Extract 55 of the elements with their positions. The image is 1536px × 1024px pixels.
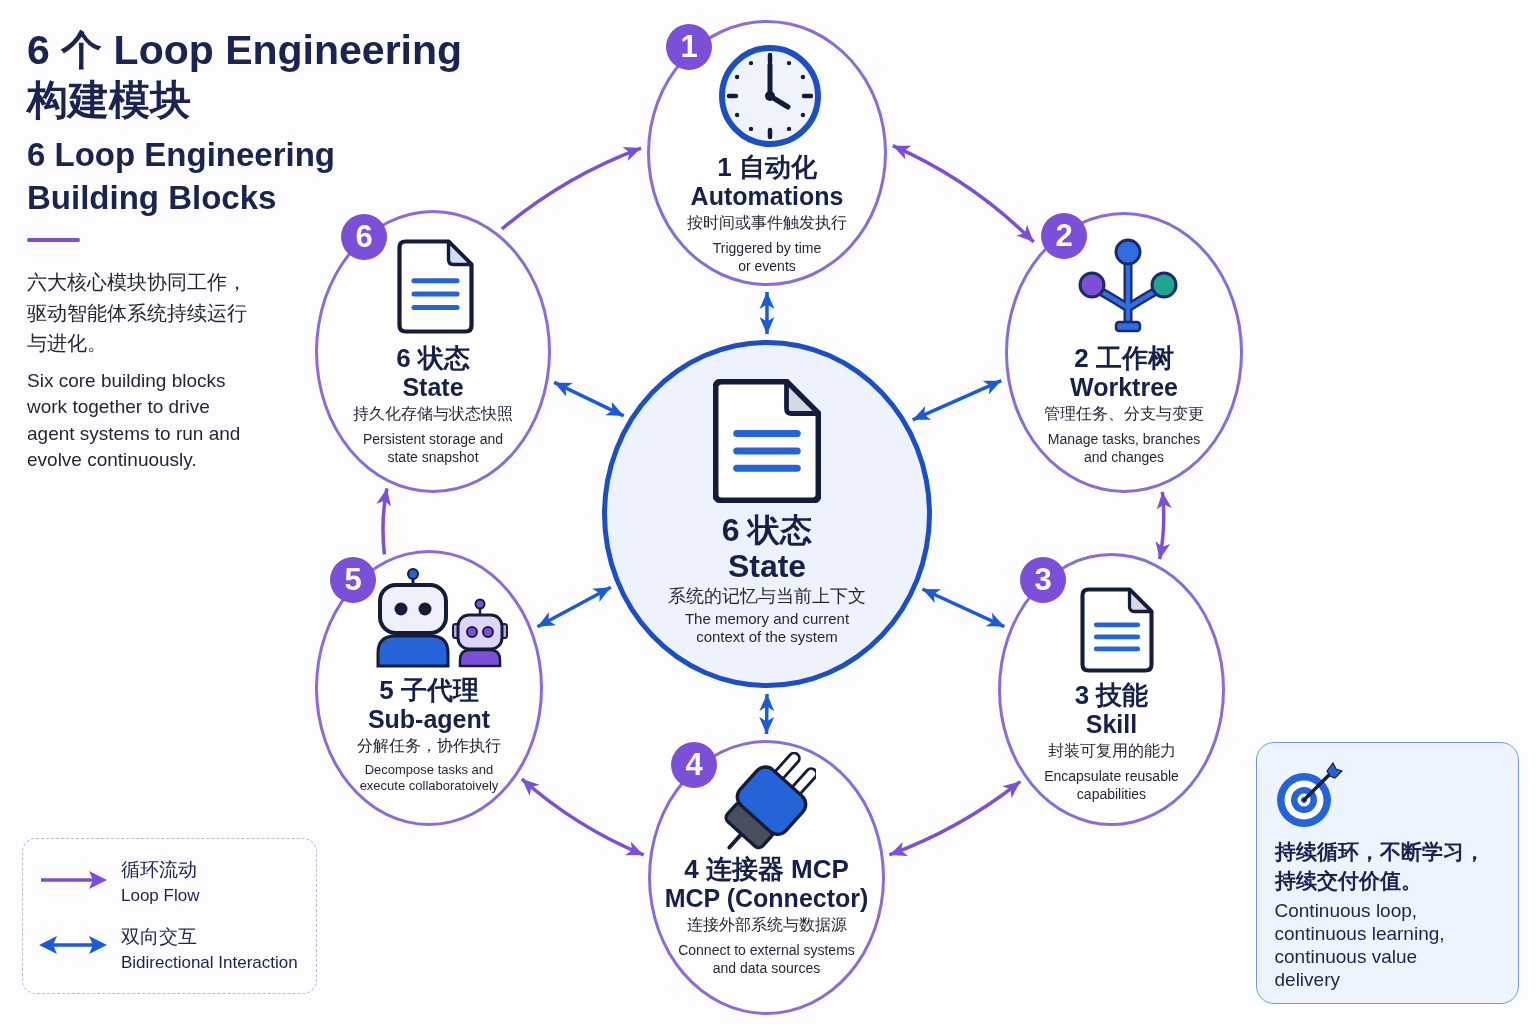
step-number: 4 xyxy=(671,742,717,788)
step-number: 6 xyxy=(341,214,387,260)
module-description: 系统的记忆与当前上下文 xyxy=(668,585,866,608)
legend-label: 双向交互 Bidirectional Interaction xyxy=(121,925,298,974)
module-heading: 4 连接器 MCP xyxy=(684,854,849,884)
summary-text: Continuous loop, continuous learning, continuous value delivery xyxy=(1274,898,1446,991)
module-heading: 1 自动化 xyxy=(717,152,817,182)
module-heading: 6 状态 xyxy=(721,512,813,548)
module-description: 管理任务、分支与变更 xyxy=(1044,404,1204,424)
summary-card xyxy=(1256,742,1519,1004)
module-heading: 2 工作树 xyxy=(1074,343,1174,373)
module-description: Manage tasks, branches and changes xyxy=(1046,430,1202,466)
module-heading: 5 子代理 xyxy=(379,675,479,705)
title: 6 个 Loop Engineering 构建模块 xyxy=(27,26,464,125)
summary-text: 持续循环，不断学习，持续交付价值。 xyxy=(1274,838,1486,894)
module-description: Triggered by time or events xyxy=(711,239,823,275)
double-arrow xyxy=(536,585,612,629)
module-heading: State xyxy=(727,548,807,584)
module-heading: Skill xyxy=(1085,710,1138,738)
module-heading: 6 状态 xyxy=(396,343,470,373)
description-text: Six core building blocks work together to drive agent systems to run and evolve continuously. xyxy=(27,369,242,472)
step-number: 5 xyxy=(330,557,376,603)
module-description: Persistent storage and state snapshot xyxy=(361,430,505,466)
arrow xyxy=(376,488,392,555)
double-arrow xyxy=(921,587,1006,629)
arrow xyxy=(500,146,642,231)
double-arrow xyxy=(520,777,645,857)
legend-label: 循环流动 Loop Flow xyxy=(121,858,200,907)
module-description: The memory and current context of the system xyxy=(683,610,851,646)
description-text: 六大核心模块协同工作，驱动智能体系统持续运行与进化。 xyxy=(27,270,248,356)
module-description: Encapsulate reusable capabilities xyxy=(1043,767,1180,803)
step-number: 1 xyxy=(666,24,712,70)
step-number: 2 xyxy=(1041,213,1087,259)
double-arrow xyxy=(892,144,1035,244)
module-heading: MCP (Connector) xyxy=(664,884,869,912)
module-description: Connect to external systems and data sources xyxy=(677,941,856,977)
double-arrow xyxy=(759,693,775,735)
double-arrow xyxy=(759,292,775,334)
module-heading: Automations xyxy=(690,182,844,210)
subtitle: 6 Loop Engineering Building Blocks xyxy=(27,135,336,218)
double-arrow xyxy=(888,780,1022,857)
step-number: 3 xyxy=(1020,557,1066,603)
module-description: 按时间或事件触发执行 xyxy=(687,213,847,233)
module-description: 持久化存储与状态快照 xyxy=(353,404,513,424)
module-description: 分解任务，协作执行 xyxy=(357,736,501,756)
module-description: 连接外部系统与数据源 xyxy=(686,915,847,935)
module-heading: Worktree xyxy=(1070,373,1178,401)
module-heading: Sub-agent xyxy=(367,705,491,733)
module-heading: State xyxy=(402,373,464,401)
double-arrow xyxy=(553,380,625,418)
double-arrow xyxy=(912,379,1002,422)
double-arrow xyxy=(1155,491,1172,560)
module-description: Decompose tasks and execute collaboratoively xyxy=(358,762,500,794)
module-heading: 3 技能 xyxy=(1074,680,1149,710)
module-description: 封装可复用的能力 xyxy=(1047,741,1176,761)
